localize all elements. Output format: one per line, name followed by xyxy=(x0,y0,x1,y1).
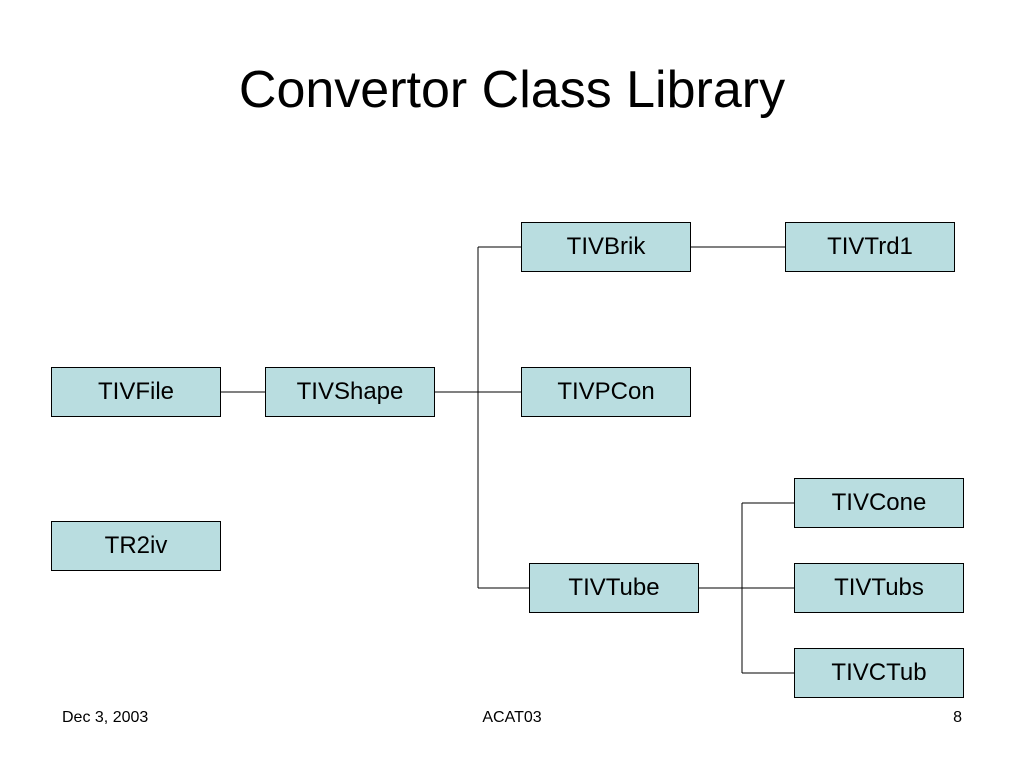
node-tivfile: TIVFile xyxy=(51,367,221,417)
slide-title: Convertor Class Library xyxy=(238,61,786,119)
node-tivshape: TIVShape xyxy=(265,367,435,417)
node-tivbrik: TIVBrik xyxy=(521,222,691,272)
node-tr2iv: TR2iv xyxy=(51,521,221,571)
node-tivtube: TIVTube xyxy=(529,563,699,613)
node-tivpcon: TIVPCon xyxy=(521,367,691,417)
node-tivctub: TIVCTub xyxy=(794,648,964,698)
node-tivtrd1: TIVTrd1 xyxy=(785,222,955,272)
footer-page-number: 8 xyxy=(953,709,962,726)
node-tivtubs: TIVTubs xyxy=(794,563,964,613)
footer-date: Dec 3, 2003 xyxy=(62,709,149,726)
node-tivcone: TIVCone xyxy=(794,478,964,528)
footer-event: ACAT03 xyxy=(482,709,542,726)
